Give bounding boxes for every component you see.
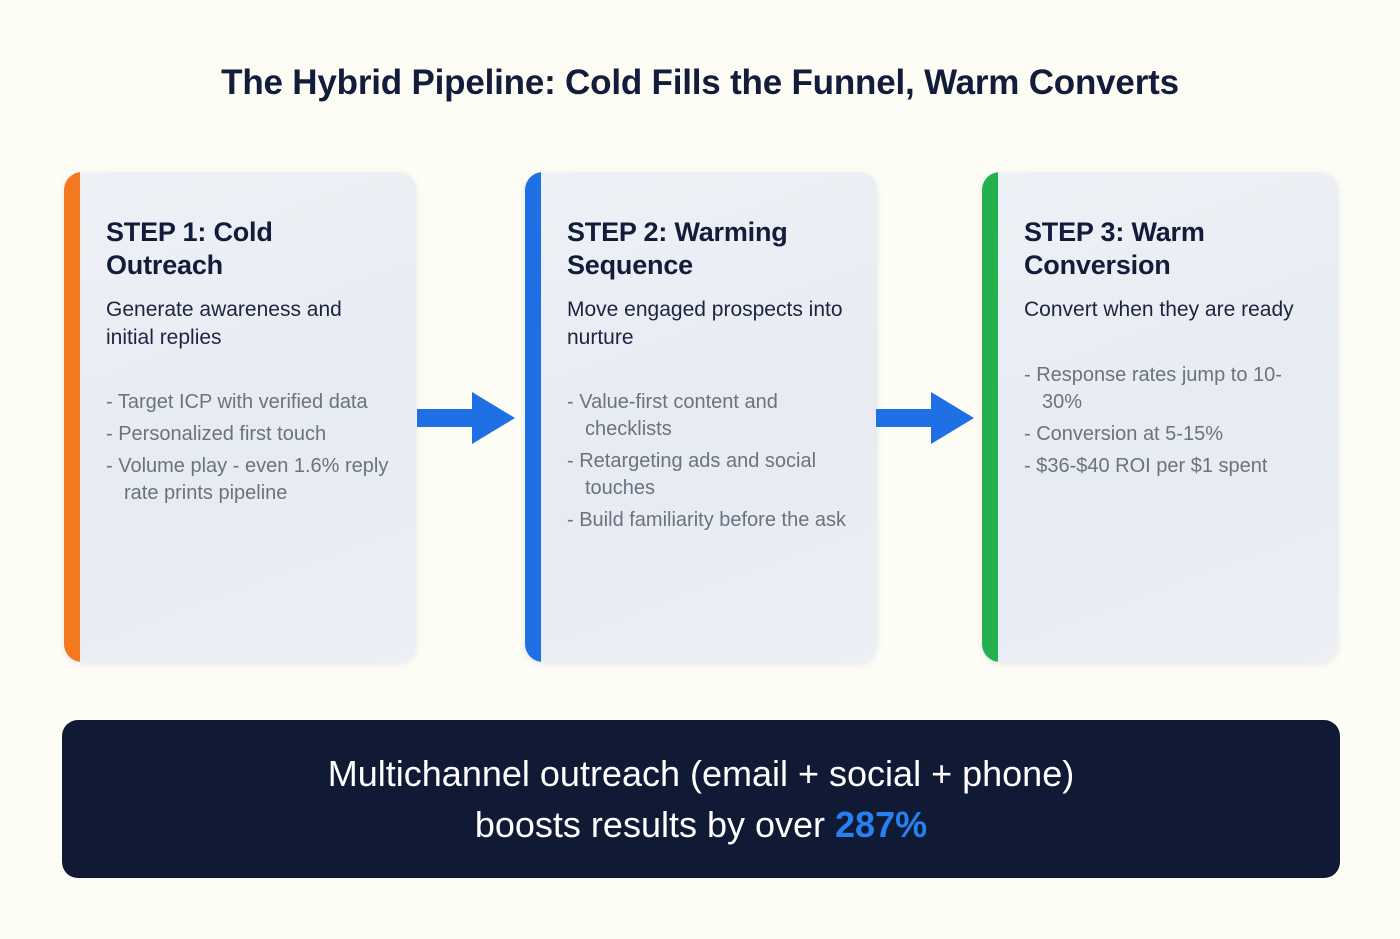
step-accent-bar-1 bbox=[64, 172, 80, 662]
step-title-3: STEP 3: Warm Conversion bbox=[1024, 217, 1205, 280]
summary-line-2-prefix: boosts results by over bbox=[474, 804, 836, 845]
step-title-1: STEP 1: Cold Outreach bbox=[106, 217, 273, 280]
step-bullet: Response rates jump to 10-30% bbox=[1024, 362, 1312, 416]
step-card-body-3: STEP 3: Warm Conversion Convert when the… bbox=[998, 172, 1338, 662]
step-bullets-1: Target ICP with verified data Personaliz… bbox=[106, 389, 390, 507]
step-bullets-2: Value-first content and checklists Retar… bbox=[567, 389, 851, 534]
step-card-body-1: STEP 1: Cold Outreach Generate awareness… bbox=[80, 172, 416, 662]
step-bullet: $36-$40 ROI per $1 spent bbox=[1024, 453, 1312, 480]
step-card-1: STEP 1: Cold Outreach Generate awareness… bbox=[64, 172, 416, 662]
step-subtitle-3: Convert when they are ready bbox=[1024, 297, 1294, 321]
step-bullet: Conversion at 5-15% bbox=[1024, 421, 1312, 448]
step-bullet: Value-first content and checklists bbox=[567, 389, 851, 443]
page-title: The Hybrid Pipeline: Cold Fills the Funn… bbox=[221, 63, 1179, 102]
summary-line-1: Multichannel outreach (email + social + … bbox=[327, 752, 1075, 794]
step-bullet: Target ICP with verified data bbox=[106, 389, 390, 416]
step-accent-bar-3 bbox=[982, 172, 998, 662]
step-card-body-2: STEP 2: Warming Sequence Move engaged pr… bbox=[541, 172, 877, 662]
summary-banner: Multichannel outreach (email + social + … bbox=[62, 720, 1340, 878]
arrow-right-icon bbox=[876, 392, 974, 444]
arrow-right-icon bbox=[417, 392, 515, 444]
step-card-3: STEP 3: Warm Conversion Convert when the… bbox=[982, 172, 1338, 662]
step-title-2: STEP 2: Warming Sequence bbox=[567, 217, 788, 280]
step-bullet: Retargeting ads and social touches bbox=[567, 448, 851, 502]
steps-row: STEP 1: Cold Outreach Generate awareness… bbox=[64, 172, 1338, 662]
step-card-2: STEP 2: Warming Sequence Move engaged pr… bbox=[525, 172, 877, 662]
step-subtitle-2: Move engaged prospects into nurture bbox=[567, 297, 843, 349]
step-bullet: Volume play - even 1.6% reply rate print… bbox=[106, 453, 390, 507]
step-accent-bar-2 bbox=[525, 172, 541, 662]
step-bullets-3: Response rates jump to 10-30% Conversion… bbox=[1024, 362, 1312, 480]
step-subtitle-1: Generate awareness and initial replies bbox=[106, 297, 342, 349]
step-bullet: Build familiarity before the ask bbox=[567, 507, 851, 534]
summary-highlight-stat: 287% bbox=[835, 804, 928, 845]
step-bullet: Personalized first touch bbox=[106, 421, 390, 448]
summary-banner-text: Multichannel outreach (email + social + … bbox=[288, 748, 1114, 850]
